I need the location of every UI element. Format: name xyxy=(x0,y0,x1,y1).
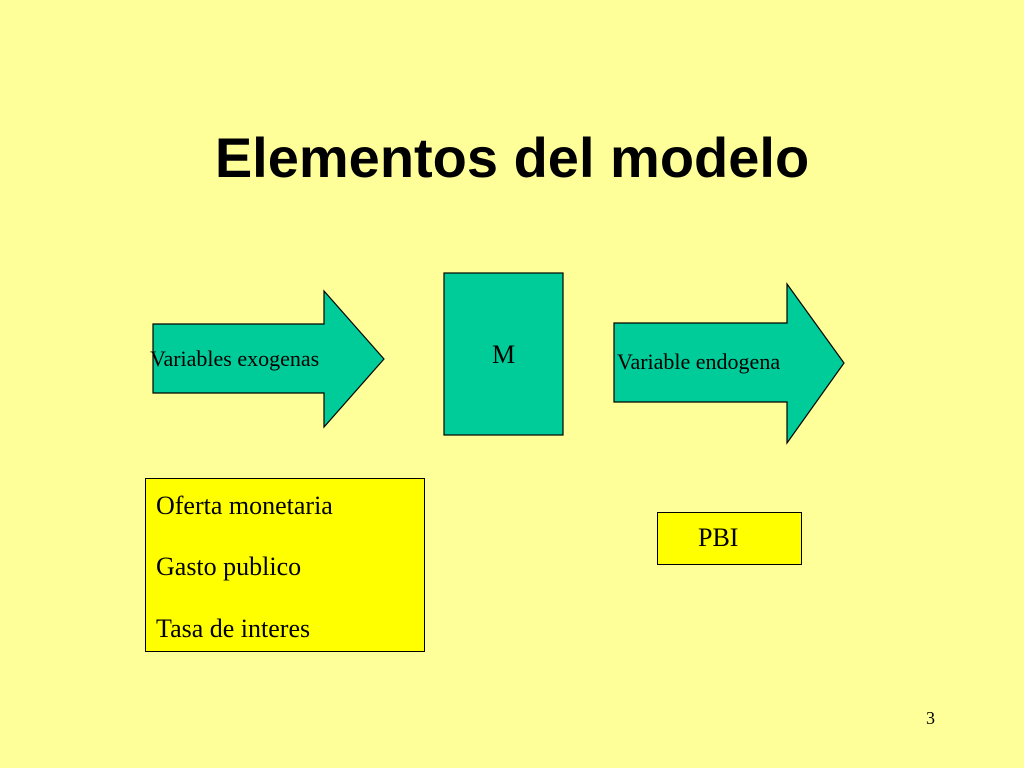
exogenous-variables-box: Oferta monetaria Gasto publico Tasa de i… xyxy=(145,478,425,652)
output-arrow-label: Variable endogena xyxy=(617,349,781,374)
model-box xyxy=(443,272,564,436)
list-item: Tasa de interes xyxy=(156,614,311,643)
slide-title: Elementos del modelo xyxy=(214,126,810,189)
model-box-label: M xyxy=(491,340,516,369)
input-arrow xyxy=(152,289,385,429)
list-item: PBI xyxy=(698,523,739,552)
list-item: Oferta monetaria xyxy=(156,491,333,520)
endogenous-variables-box: PBI xyxy=(657,512,802,565)
input-arrow-label: Variables exogenas xyxy=(150,346,320,371)
list-item: Gasto publico xyxy=(156,552,302,581)
output-arrow xyxy=(613,282,845,445)
page-number: 3 xyxy=(926,708,935,728)
